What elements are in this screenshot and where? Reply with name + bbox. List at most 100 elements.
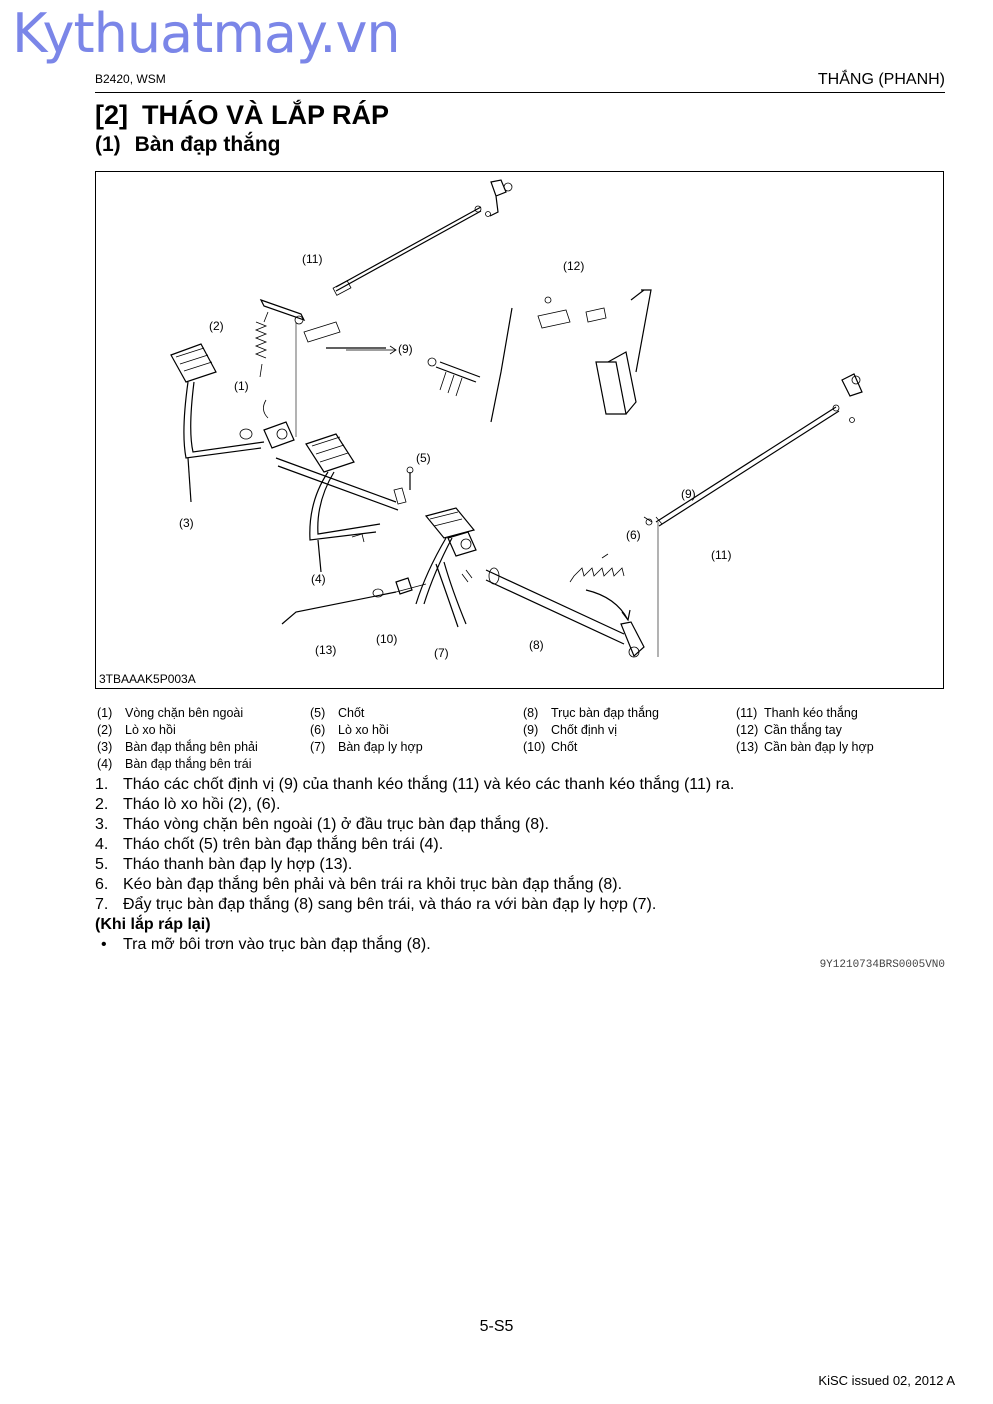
brake-pedal-drawing (170, 179, 863, 658)
legend-number: (7) (310, 740, 326, 754)
legend-column-3: (8) Trục bàn đạp thắng (9) Chốt định vị (1… (523, 706, 659, 757)
issue-note: KiSC issued 02, 2012 A (818, 1373, 955, 1388)
legend-item: (9) Chốt định vị (523, 723, 659, 740)
subsection-heading: (1) Bàn đạp thắng (95, 133, 281, 157)
legend-text: Chốt (551, 740, 578, 754)
legend-number: (6) (310, 723, 326, 737)
legend-item: (4) Bàn đạp thắng bên trái (97, 757, 258, 774)
legend-text: Trục bàn đạp thắng (551, 706, 659, 720)
callout-5: (5) (416, 451, 431, 465)
callout-13: (13) (315, 643, 337, 657)
step-number: 4. (95, 836, 109, 853)
legend-column-1: (1) Vòng chặn bên ngoài (2) Lò xo hồi (3) B… (97, 706, 258, 774)
legend-item: (8) Trục bàn đạp thắng (523, 706, 659, 723)
step-item: 3. Tháo vòng chặn bên ngoài (1) ở đầu trụ… (95, 816, 945, 836)
callout-3: (3) (179, 516, 194, 530)
step-item: 4. Tháo chốt (5) trên bàn đạp thắng bên t… (95, 836, 945, 856)
callout-6: (6) (626, 528, 641, 542)
callout-12: (12) (563, 259, 585, 273)
legend-item: (6) Lò xo hồi (310, 723, 423, 740)
page-number: 5-S5 (479, 1318, 514, 1335)
step-number: 1. (95, 776, 109, 793)
legend-column-2: (5) Chốt (6) Lò xo hồi (7) Bàn đạp ly hợp (310, 706, 423, 757)
legend-item: (10) Chốt (523, 740, 659, 757)
callout-2: (2) (209, 319, 224, 333)
callout-10: (10) (376, 632, 398, 646)
legend-text: Chốt định vị (551, 723, 618, 737)
step-item: 7. Đẩy trục bàn đạp thắng (8) sang bên tr… (95, 896, 945, 916)
legend-text: Bàn đạp thắng bên trái (125, 757, 252, 771)
legend-number: (10) (523, 740, 546, 754)
legend-item: (13) Cần bàn đạp ly hợp (736, 740, 874, 757)
legend-number: (8) (523, 706, 539, 720)
exploded-diagram: (11) (12) (2) (9) (1) (5) (3) (9) (6) (1… (95, 171, 944, 689)
legend-item: (11) Thanh kéo thắng (736, 706, 874, 723)
legend-text: Lò xo hồi (125, 723, 176, 737)
legend-number: (2) (97, 723, 113, 737)
procedure-steps: 1. Tháo các chốt định vị (9) của thanh ké… (95, 776, 945, 956)
legend-text: Lò xo hồi (338, 723, 389, 737)
figure-code: 3TBAAAK5P003A (99, 672, 196, 686)
header-model: B2420, WSM (95, 72, 166, 86)
legend-number: (11) (736, 706, 758, 720)
step-number: 5. (95, 856, 109, 873)
legend-text: Vòng chặn bên ngoài (125, 706, 244, 720)
watermark: Kythuatmay.vn (12, 2, 401, 65)
header-chapter: THẮNG (PHANH) (817, 71, 945, 88)
legend-number: (1) (97, 706, 113, 720)
callout-11-right: (11) (711, 548, 732, 562)
callout-9-left: (9) (398, 342, 413, 356)
step-text: Đẩy trục bàn đạp thắng (8) sang bên trái… (123, 896, 657, 913)
legend-number: (3) (97, 740, 113, 754)
section-title: THÁO VÀ LẮP RÁP (142, 100, 390, 130)
legend-number: (9) (523, 723, 539, 737)
step-item: 5. Tháo thanh bàn đạp ly hợp (13). (95, 856, 945, 876)
legend-item: (2) Lò xo hồi (97, 723, 258, 740)
legend-text: Bàn đạp thắng bên phải (125, 740, 258, 754)
legend-number: (4) (97, 757, 113, 771)
callout-4: (4) (311, 572, 326, 586)
step-text: Tháo thanh bàn đạp ly hợp (13). (123, 856, 353, 873)
subsection-number: (1) (95, 133, 121, 156)
bullet-icon: • (101, 936, 107, 953)
legend-number: (12) (736, 723, 759, 737)
reassembly-item: • Tra mỡ bôi trơn vào trục bàn đạp thắng … (95, 936, 945, 956)
step-item: 1. Tháo các chốt định vị (9) của thanh ké… (95, 776, 945, 796)
reassembly-text: Tra mỡ bôi trơn vào trục bàn đạp thắng (… (123, 936, 431, 953)
legend-number: (5) (310, 706, 326, 720)
callout-7: (7) (434, 646, 449, 660)
legend-text: Cần thắng tay (764, 723, 842, 737)
legend-item: (3) Bàn đạp thắng bên phải (97, 740, 258, 757)
callout-11-left: (11) (302, 252, 323, 266)
step-text: Tháo lò xo hồi (2), (6). (123, 796, 281, 813)
legend-text: Thanh kéo thắng (764, 706, 858, 720)
document-id: 9Y1210734BRS0005VN0 (819, 959, 945, 971)
reassembly-title: (Khi lắp ráp lại) (95, 916, 211, 933)
legend-column-4: (11) Thanh kéo thắng (12) Cần thắng tay (1… (736, 706, 874, 757)
step-number: 3. (95, 816, 109, 833)
step-number: 6. (95, 876, 109, 893)
header-rule (95, 92, 945, 93)
step-text: Tháo các chốt định vị (9) của thanh kéo … (123, 776, 735, 793)
section-number: [2] (95, 100, 128, 130)
step-number: 2. (95, 796, 109, 813)
step-number: 7. (95, 896, 109, 913)
callout-8: (8) (529, 638, 544, 652)
legend-text: Bàn đạp ly hợp (338, 740, 423, 754)
legend-item: (12) Cần thắng tay (736, 723, 874, 740)
subsection-title: Bàn đạp thắng (134, 133, 281, 156)
legend-number: (13) (736, 740, 759, 754)
step-item: 6. Kéo bàn đạp thắng bên phải và bên trái… (95, 876, 945, 896)
callout-9-right: (9) (681, 487, 696, 501)
legend-item: (7) Bàn đạp ly hợp (310, 740, 423, 757)
section-heading: [2] THÁO VÀ LẮP RÁP (95, 100, 389, 131)
step-text: Kéo bàn đạp thắng bên phải và bên trái r… (123, 876, 623, 893)
step-text: Tháo vòng chặn bên ngoài (1) ở đầu trục … (123, 816, 549, 833)
legend-text: Chốt (338, 706, 365, 720)
legend-item: (1) Vòng chặn bên ngoài (97, 706, 258, 723)
step-item: 2. Tháo lò xo hồi (2), (6). (95, 796, 945, 816)
legend-item: (5) Chốt (310, 706, 423, 723)
legend-text: Cần bàn đạp ly hợp (764, 740, 874, 754)
step-text: Tháo chốt (5) trên bàn đạp thắng bên trá… (123, 836, 444, 853)
callout-1: (1) (234, 379, 249, 393)
